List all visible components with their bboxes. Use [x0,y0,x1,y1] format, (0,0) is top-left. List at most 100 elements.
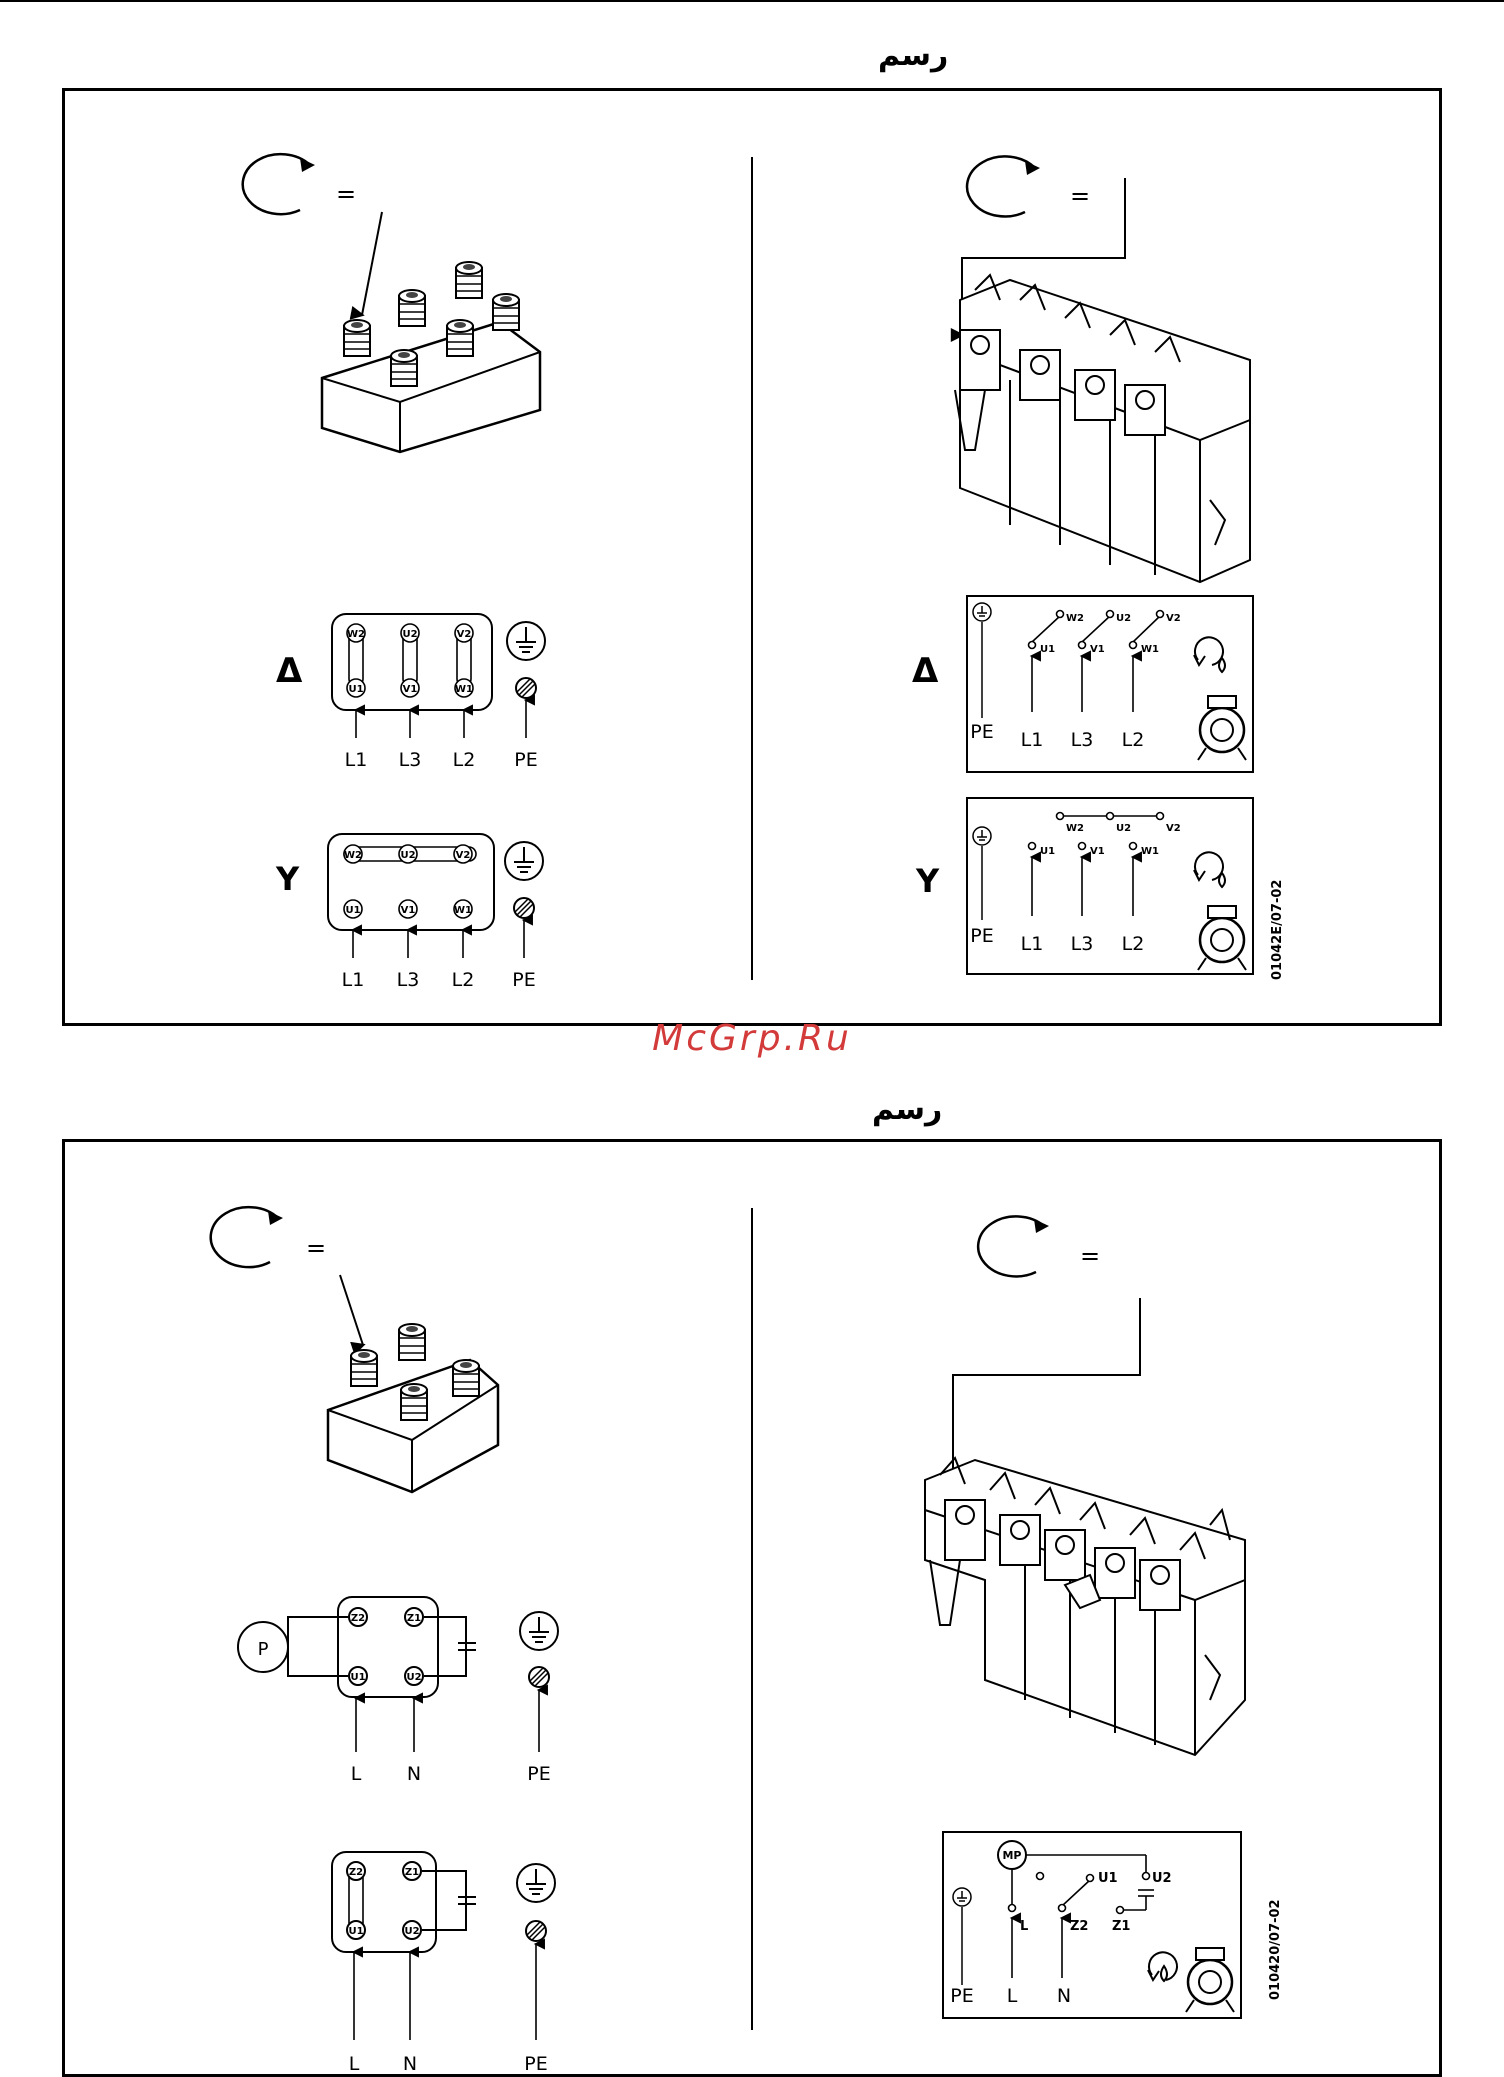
f1-left-star-earth-icon [505,842,543,880]
f2-right-terminal-u1: U1 [1098,1871,1118,1886]
f2-left-upper-label-pe: PE [527,1763,550,1785]
f1-right-star-pump-icon [1198,906,1246,970]
f1-right-star-terminal-u1: U1 [1040,846,1055,857]
f2-right-terminal-u2: U2 [1152,1871,1172,1886]
f2-left-lower-earth-icon [517,1864,555,1902]
f1-right-star-earth-icon [973,827,991,920]
f1-right-delta-terminal-u1: U1 [1040,644,1055,655]
f1-left-rotation-symbol [243,154,315,214]
f1-left-delta-earth-icon [507,622,545,660]
f1-right-star-label-l3: L3 [1071,933,1094,955]
f1-left-equals-sign: = [336,180,356,208]
f1-left-pointer-line [362,212,382,315]
f1-right-delta-label-pe: PE [970,721,993,743]
f1-left-delta-terminal-u1: U1 [348,684,363,695]
f1-left-delta-label-l1: L1 [345,749,368,771]
f2-right-label-pe: PE [950,1985,973,2007]
f1-left-delta-symbol: Δ [276,651,303,691]
f1-left-star-feed-arrows [353,920,524,958]
f1-right-delta-terminal-u2: U2 [1116,613,1131,624]
f1-right-star-terminal-w1: W1 [1141,846,1159,857]
f2-left-upper-terminal-u2: U2 [406,1672,421,1683]
f1-right-star-symbol: Y [915,862,940,900]
f2-left-upper-board [288,1597,476,1697]
f1-right-star-terminal-u2: U2 [1116,823,1131,834]
f2-left-upper-label-n: N [407,1763,421,1785]
f1-left-star-label-l3: L3 [397,969,420,991]
f2-right-circuit-links [1009,1855,1155,1978]
f2-left-terminal-block-drawing [328,1324,498,1492]
f1-left-delta-label-l3: L3 [399,749,422,771]
f1-left-delta-label-l2: L2 [453,749,476,771]
f2-left-upper-terminal-u1: U1 [350,1672,365,1683]
f2-right-pump-icon [1186,1948,1234,2012]
f1-left-star-terminal-v2: V2 [456,850,471,861]
f2-left-upper-label-l: L [351,1763,362,1785]
f1-right-star-bridge [1029,813,1164,917]
f2-drawing-code: 010420/07-02 [1268,1899,1283,2000]
f2-right-rotation-symbol [978,1216,1049,1276]
f2-left-lower-terminal-u2: U2 [404,1926,419,1937]
f1-left-delta-feed-arrows [356,700,526,738]
f2-right-earth-icon [953,1888,971,1985]
f2-right-rotation-icon [1148,1952,1177,1981]
f2-left-lower-terminal-z2: Z2 [349,1867,363,1878]
f2-left-rotation-symbol [211,1207,283,1267]
f1-left-star-pe-screw-icon [514,898,534,918]
f2-right-terminal-z2: Z2 [1070,1919,1088,1934]
f1-right-delta-pump-icon [1198,696,1246,760]
f1-left-delta-label-pe: PE [514,749,537,771]
f1-right-star-label-l2: L2 [1122,933,1145,955]
f1-left-delta-terminal-u2: U2 [402,629,417,640]
f1-right-star-rotation-icon [1194,852,1225,887]
f1-right-delta-terminal-w1: W1 [1141,644,1159,655]
f1-right-delta-terminal-v1: V1 [1090,644,1105,655]
f1-right-delta-terminal-v2: V2 [1166,613,1181,624]
f1-left-star-terminal-v1: V1 [401,905,416,916]
f1-right-delta-symbol: Δ [912,651,939,691]
f2-right-terminal-strip-drawing [925,1458,1245,1755]
f2-left-p-label: P [258,1639,269,1660]
f1-left-delta-terminal-v2: V2 [457,629,472,640]
f1-right-delta-earth-icon [973,603,991,718]
f1-left-delta-terminal-v1: V1 [403,684,418,695]
f2-left-lower-terminal-z1: Z1 [405,1867,419,1878]
f2-right-label-n: N [1057,1985,1071,2007]
f2-left-pointer-line [340,1275,363,1345]
f2-right-equals-sign: = [1080,1242,1100,1270]
f1-right-delta-terminal-w2: W2 [1066,613,1084,624]
f1-right-delta-label-l2: L2 [1122,729,1145,751]
f2-right-label-l: L [1007,1985,1018,2007]
f2-left-upper-terminal-z2: Z2 [351,1613,365,1624]
f1-left-terminal-block-drawing [322,262,540,452]
f2-right-mp-label: MP [1002,1849,1021,1862]
f2-left-lower-label-pe: PE [524,2053,547,2075]
f2-left-upper-terminal-z1: Z1 [407,1613,421,1624]
f1-left-delta-terminal-w1: W1 [455,684,473,695]
f1-right-star-label-l1: L1 [1021,933,1044,955]
f2-left-equals-sign: = [306,1234,326,1262]
f1-right-star-terminal-w2: W2 [1066,823,1084,834]
f1-drawing-code: 01042E/07-02 [1270,880,1285,980]
f1-left-delta-pe-screw-icon [516,678,536,698]
f1-right-terminal-strip-drawing [955,275,1250,582]
f2-left-lower-label-n: N [403,2053,417,2075]
f1-left-star-terminal-u1: U1 [345,905,360,916]
f1-right-delta-label-l3: L3 [1071,729,1094,751]
f2-left-lower-feed-arrows [354,1944,536,2040]
f1-right-star-terminal-v1: V1 [1090,846,1105,857]
f2-left-lower-terminal-u1: U1 [348,1926,363,1937]
f1-left-star-terminal-w1: W1 [454,905,472,916]
f2-left-upper-earth-icon [520,1612,558,1650]
f1-right-delta-label-l1: L1 [1021,729,1044,751]
f2-left-upper-feed-arrows [356,1690,539,1752]
f1-right-equals-sign: = [1070,182,1090,210]
f1-right-rotation-symbol [967,156,1040,216]
f1-right-star-label-pe: PE [970,925,993,947]
f1-right-star-terminal-v2: V2 [1166,823,1181,834]
f1-right-delta-rotation-icon [1194,637,1225,672]
f1-left-star-label-l1: L1 [342,969,365,991]
f2-left-upper-pe-screw-icon [529,1667,549,1687]
f2-left-lower-label-l: L [349,2053,360,2075]
